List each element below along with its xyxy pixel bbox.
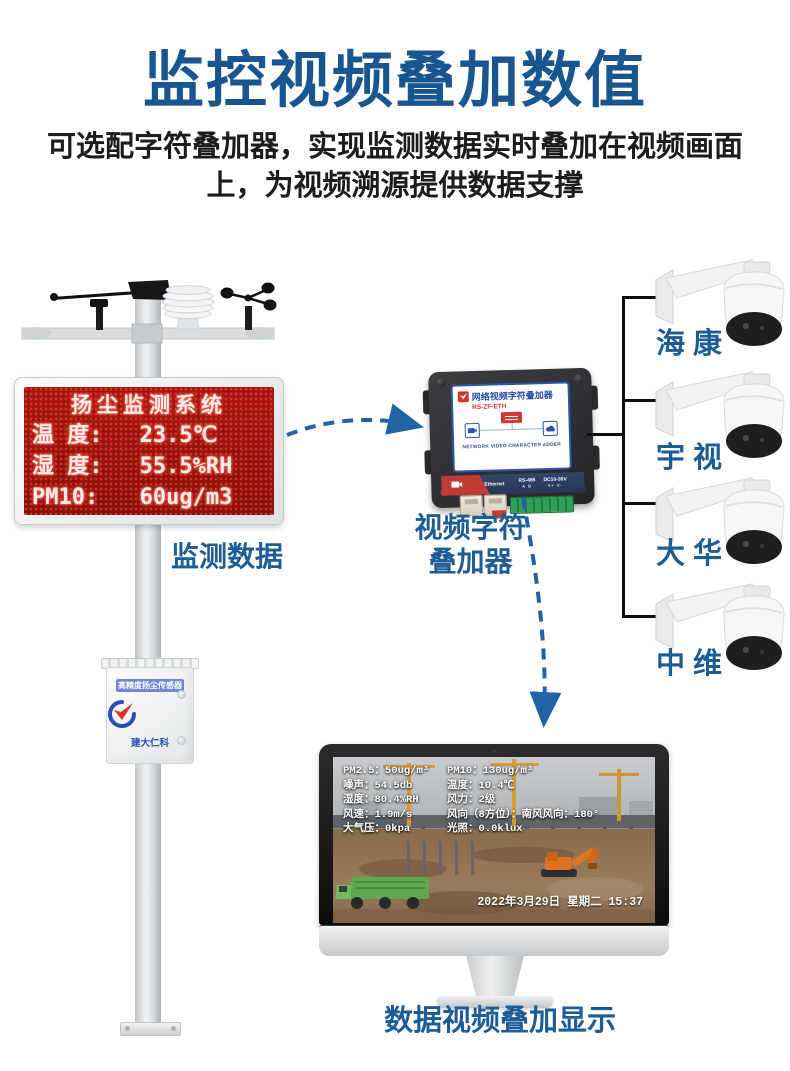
bolt-icon — [125, 1026, 130, 1031]
device-caption-line-1: 视频字符 — [414, 512, 527, 543]
device-front-label: 网络视频字符叠加器 RS-ZF-ETH NETWORK VIDEO CHARAC… — [450, 381, 572, 473]
device-body: 网络视频字符叠加器 RS-ZF-ETH NETWORK VIDEO CHARAC… — [428, 367, 595, 519]
page-title: 监控视频叠加数值 — [142, 46, 647, 114]
monitor-caption: 数据视频叠加显示 — [383, 1005, 616, 1037]
wind-vane-icon — [50, 280, 171, 330]
dome-camera-illustration — [655, 259, 785, 346]
sensor-box-body: 高精度扬尘传感器 建大仁科 — [106, 667, 194, 764]
dust-sensor-box: 高精度扬尘传感器 建大仁科 — [101, 658, 199, 764]
sensor-brand-label: 建大仁科 — [130, 738, 169, 749]
arrow-display-to-device — [286, 403, 424, 437]
dome-camera-illustration — [655, 371, 785, 458]
station-pole-base — [120, 1022, 181, 1036]
camera-brand-hikvision: 海 康 — [655, 328, 723, 360]
monitor-stand-neck — [466, 956, 524, 998]
radiation-shield-icon — [161, 285, 215, 330]
device-caption: 视频字符 叠加器 — [398, 511, 543, 579]
bolt-icon — [171, 1026, 176, 1031]
diagram-wire — [511, 422, 513, 430]
ethernet-port-label: Ethernet — [484, 481, 505, 488]
subtitle-line-2: 上，为视频溯源提供数据支撑 — [206, 170, 584, 202]
device-model: RS-ZF-ETH — [472, 403, 507, 412]
device-to-cameras-line — [587, 433, 624, 436]
led-data-row: 温 度: 23.5℃ — [32, 423, 266, 449]
screw-icon — [574, 373, 584, 384]
webcam-dot-icon — [492, 749, 496, 753]
monitor-screen — [333, 757, 655, 923]
screw-icon — [436, 377, 446, 388]
device-port-band: Ethernet RS-485 A B DC10-30V V+ V- — [441, 471, 585, 496]
brand-logo-icon — [457, 391, 469, 403]
camera-port-icon — [451, 480, 463, 490]
orange-excavator — [541, 847, 599, 877]
band-red-wedge — [441, 475, 490, 496]
camera-brand-uniview: 宇 视 — [655, 442, 723, 474]
overlay-chip-icon — [500, 411, 522, 424]
screw-icon — [177, 736, 186, 745]
led-display: 扬尘监测系统 温 度: 23.5℃ 湿 度: 55.5%RH PM10: 60u… — [14, 377, 284, 525]
rs485-port-label: RS-485 A B — [518, 477, 536, 489]
led-panel: 扬尘监测系统 温 度: 23.5℃ 湿 度: 55.5%RH PM10: 60u… — [24, 387, 274, 515]
camera-brand-dahua: 大 华 — [655, 538, 723, 570]
dome-camera-illustration — [655, 477, 785, 564]
led-row-label: 湿 度: — [32, 453, 103, 479]
camera-node-icon — [464, 422, 480, 439]
page-subtitle: 可选配字符叠加器，实现监测数据实时叠加在视频画面 上，为视频溯源提供数据支撑 — [0, 128, 790, 206]
led-row-label: 温 度: — [32, 422, 103, 448]
device-english-subtitle: NETWORK VIDEO CHARACTER ADDER — [462, 442, 562, 451]
tower-cranes — [383, 759, 639, 829]
dome-camera-illustration — [655, 583, 785, 670]
camera-branch-line — [622, 399, 668, 402]
station-caption: 监测数据 — [170, 541, 283, 572]
brand-logo-icon — [108, 700, 136, 728]
led-row-value: 60ug/m3 — [139, 484, 233, 510]
led-row-label: PM10: — [32, 484, 99, 510]
video-timestamp: 2022年3月29日 星期二 15:37 — [477, 896, 643, 909]
camera-branch-line — [622, 615, 668, 618]
led-data-row: PM10: 60ug/m3 — [32, 485, 266, 511]
construction-site-video — [333, 757, 655, 923]
cloud-node-icon — [542, 420, 558, 437]
camera-bus-line — [622, 296, 625, 618]
led-header-line: 扬尘监测系统 — [71, 392, 227, 417]
green-truck — [335, 877, 429, 909]
wind-sensors-illustration — [21, 280, 277, 344]
camera-branch-line — [622, 296, 668, 299]
video-character-overlay-device: 网络视频字符叠加器 RS-ZF-ETH NETWORK VIDEO CHARAC… — [422, 367, 600, 519]
camera-branch-line — [622, 502, 668, 505]
power-port-label: DC10-30V V+ V- — [543, 476, 567, 489]
device-diagram — [458, 411, 564, 443]
led-row-value: 55.5%RH — [139, 453, 233, 479]
camera-brand-jovision: 中 维 — [655, 648, 723, 680]
led-data-row: 湿 度: 55.5%RH — [32, 454, 266, 480]
sensor-box-strip-label: 高精度扬尘传感器 — [115, 679, 185, 692]
monitor-stand-foot — [437, 996, 553, 1008]
subtitle-line-1: 可选配字符叠加器，实现监测数据实时叠加在视频画面 — [46, 131, 743, 163]
screw-icon — [177, 690, 186, 699]
monitor-chin — [319, 925, 669, 956]
anemometer-icon — [220, 282, 277, 330]
device-title: 网络视频字符叠加器 — [471, 389, 553, 403]
device-caption-line-2: 叠加器 — [428, 546, 513, 577]
led-row-value: 23.5℃ — [139, 422, 218, 448]
